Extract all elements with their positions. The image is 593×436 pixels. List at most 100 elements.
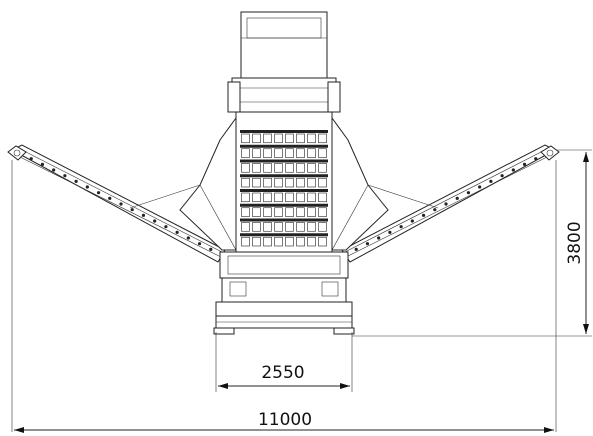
- dimension-track-width: 2550: [215, 332, 353, 392]
- conveyor-roller: [74, 179, 78, 183]
- deck-cell: [318, 222, 327, 232]
- deck-cell: [241, 177, 250, 188]
- tracks: [213, 327, 355, 335]
- deck-cell: [263, 222, 272, 232]
- conveyor-roller: [52, 168, 56, 172]
- deck-cell: [307, 148, 316, 158]
- deck-cell: [274, 148, 283, 158]
- deck-cell: [263, 207, 272, 217]
- conveyor-roller: [388, 230, 392, 234]
- deck-cell: [241, 222, 250, 232]
- deck-cell: [285, 207, 294, 217]
- deck-bar: [240, 144, 328, 148]
- screen-deck: [235, 111, 333, 253]
- conveyor-roller: [433, 208, 437, 212]
- conveyor-roller: [500, 174, 504, 178]
- left-side-conveyor: [7, 144, 226, 263]
- deck-cell: [307, 207, 316, 217]
- conveyor-roller: [365, 242, 370, 246]
- deck-cell: [318, 177, 327, 188]
- deck-cell: [263, 177, 272, 188]
- deck-cell: [296, 222, 305, 232]
- deck-cell: [307, 133, 316, 144]
- deck-bar: [240, 218, 328, 222]
- deck-cell: [296, 236, 305, 247]
- deck-cell: [241, 148, 250, 158]
- conveyor-roller: [29, 157, 33, 161]
- deck-cell: [285, 148, 294, 158]
- deck-cell: [307, 222, 316, 232]
- conveyor-roller: [108, 196, 112, 200]
- deck-cell: [252, 133, 261, 144]
- deck-cell: [274, 163, 283, 173]
- deck-cell: [241, 207, 250, 217]
- deck-cell: [285, 163, 294, 173]
- conveyor-roller: [209, 247, 213, 251]
- deck-cell: [307, 236, 316, 247]
- conveyor-roller: [40, 162, 45, 166]
- deck-bar: [240, 130, 328, 133]
- conveyor-roller: [164, 225, 168, 229]
- chassis: [215, 251, 353, 329]
- deck-bar: [240, 203, 328, 207]
- deck-cell: [285, 192, 294, 203]
- conveyor-roller: [522, 162, 527, 166]
- conveyor-roller: [130, 208, 134, 212]
- dimension-label-overall-width: 11000: [258, 410, 312, 430]
- deck-cell: [318, 163, 327, 173]
- deck-cell: [252, 222, 261, 232]
- deck-cell: [263, 163, 272, 173]
- deck-cell: [252, 148, 261, 158]
- deck-cell: [318, 148, 327, 158]
- deck-cell: [285, 177, 294, 188]
- deck-cell: [285, 133, 294, 144]
- deck-cell: [318, 207, 327, 217]
- conveyor-roller: [85, 185, 89, 189]
- deck-cell: [318, 133, 327, 144]
- conveyor-roller: [478, 185, 482, 189]
- deck-cell: [274, 177, 283, 188]
- conveyor-roller: [444, 202, 448, 206]
- deck-cell: [296, 177, 305, 188]
- deck-cell: [307, 192, 316, 203]
- deck-cell: [263, 133, 272, 144]
- deck-cell: [263, 236, 272, 247]
- deck-cell: [252, 207, 261, 217]
- deck-cell: [241, 133, 250, 144]
- deck-cell: [252, 236, 261, 247]
- conveyor-roller: [466, 191, 471, 195]
- dimension-label-height: 3800: [565, 221, 585, 264]
- deck-cell: [296, 163, 305, 173]
- conveyor-roller: [175, 230, 179, 234]
- deck-cell: [274, 236, 283, 247]
- deck-bar: [240, 233, 328, 237]
- deck-cell: [274, 222, 283, 232]
- conveyor-roller: [410, 219, 414, 223]
- deck-cell: [252, 177, 261, 188]
- deck-cell: [296, 192, 305, 203]
- deck-cell: [252, 192, 261, 203]
- deck-cell: [241, 236, 250, 247]
- deck-bar: [240, 159, 328, 163]
- deck-cell: [241, 192, 250, 203]
- deck-cell: [318, 192, 327, 203]
- conveyor-roller: [455, 196, 459, 200]
- conveyor-roller: [421, 213, 426, 217]
- conveyor-roller: [153, 219, 157, 223]
- deck-cell: [296, 207, 305, 217]
- conveyor-roller: [399, 225, 403, 229]
- deck-cell: [307, 177, 316, 188]
- deck-cell: [274, 207, 283, 217]
- deck-cell: [318, 236, 327, 247]
- dimension-label-track-width: 2550: [261, 363, 304, 383]
- deck-bar: [240, 174, 328, 178]
- deck-cell: [307, 163, 316, 173]
- conveyor-roller: [63, 174, 67, 178]
- deck-cell: [285, 236, 294, 247]
- conveyor-roller: [186, 236, 190, 240]
- deck-cell: [285, 222, 294, 232]
- deck-cell: [296, 133, 305, 144]
- conveyor-roller: [377, 236, 381, 240]
- conveyor-roller: [119, 202, 123, 206]
- conveyor-roller: [96, 191, 101, 195]
